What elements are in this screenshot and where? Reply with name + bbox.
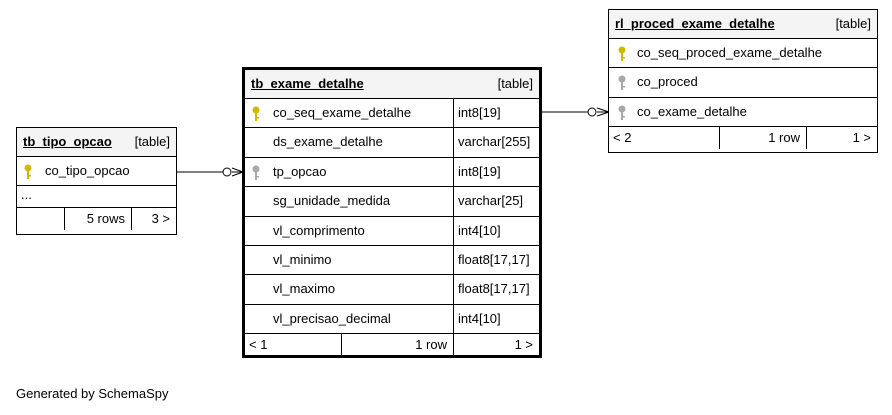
column-name: tp_opcao (273, 163, 327, 179)
column-row[interactable]: vl_minimo float8[17,17] (245, 245, 539, 276)
column-type: float8[17,17] (458, 251, 530, 267)
table-header: rl_proced_exame_detalhe [table] (609, 10, 877, 39)
foreign-key-icon (618, 75, 626, 91)
column-name: vl_maximo (273, 281, 336, 297)
column-name: ds_exame_detalhe (273, 134, 383, 150)
table-type-label: [table] (134, 134, 170, 149)
footer-row-count: 1 row (768, 130, 800, 146)
relationship-exame-detalhe-to-proced (541, 107, 610, 117)
foreign-key-icon (618, 105, 626, 120)
column-row[interactable]: tp_opcao int8[19] (245, 157, 539, 188)
more-columns-indicator: ... (17, 186, 176, 209)
footer-children[interactable]: 1 > (514, 337, 533, 353)
column-name: vl_comprimento (273, 222, 365, 238)
table-footer: < 1 1 row 1 > (245, 334, 539, 357)
table-name[interactable]: rl_proced_exame_detalhe (615, 16, 775, 31)
table-footer: < 2 1 row 1 > (609, 127, 877, 150)
table-type-label: [table] (835, 16, 871, 31)
generated-by-label: Generated by SchemaSpy (16, 386, 169, 401)
column-row[interactable]: co_exame_detalhe (609, 98, 877, 128)
relationship-tipo-opcao-to-exame-detalhe (177, 167, 244, 177)
column-name: co_seq_proced_exame_detalhe (637, 45, 823, 60)
column-row[interactable]: vl_comprimento int4[10] (245, 216, 539, 246)
column-type: int8[19] (458, 105, 501, 120)
footer-parents[interactable]: < 1 (249, 337, 268, 353)
footer-parents[interactable]: < 2 (613, 130, 632, 146)
footer-row-count: 1 row (415, 337, 447, 353)
column-row[interactable]: co_seq_proced_exame_detalhe (609, 39, 877, 69)
column-type: int4[10] (458, 222, 501, 238)
table-header: tb_exame_detalhe [table] (245, 70, 539, 99)
column-name: co_proced (637, 74, 698, 90)
table-name[interactable]: tb_exame_detalhe (251, 76, 364, 91)
table-rl-proced-exame-detalhe[interactable]: rl_proced_exame_detalhe [table] co_seq_p… (608, 9, 878, 153)
primary-key-icon (252, 106, 260, 121)
column-row[interactable]: vl_maximo float8[17,17] (245, 275, 539, 305)
footer-children[interactable]: 1 > (852, 130, 871, 146)
primary-key-icon (618, 46, 626, 61)
column-row[interactable]: co_seq_exame_detalhe int8[19] (245, 99, 539, 129)
column-type: varchar[25] (458, 193, 524, 209)
column-name: vl_precisao_decimal (273, 310, 391, 326)
column-name: co_tipo_opcao (45, 163, 130, 178)
column-row[interactable]: sg_unidade_medida varchar[25] (245, 187, 539, 217)
column-row[interactable]: co_proced (609, 68, 877, 98)
column-type: varchar[255] (458, 134, 531, 150)
footer-children[interactable]: 3 > (151, 211, 170, 227)
column-row[interactable]: co_tipo_opcao (17, 157, 176, 187)
footer-row-count: 5 rows (86, 211, 125, 227)
table-name[interactable]: tb_tipo_opcao (23, 134, 112, 149)
column-name: vl_minimo (273, 251, 332, 267)
column-type: int4[10] (458, 310, 501, 326)
foreign-key-icon (252, 165, 260, 180)
table-type-label: [table] (497, 76, 533, 91)
table-tb-tipo-opcao[interactable]: tb_tipo_opcao [table] co_tipo_opcao ... … (16, 127, 177, 235)
column-name: co_seq_exame_detalhe (273, 105, 412, 120)
column-type: float8[17,17] (458, 281, 530, 297)
column-type: int8[19] (458, 163, 501, 179)
column-name: co_exame_detalhe (637, 103, 747, 119)
primary-key-icon (24, 164, 32, 179)
table-tb-exame-detalhe[interactable]: tb_exame_detalhe [table] co_seq_exame_de… (242, 67, 542, 358)
column-row[interactable]: vl_precisao_decimal int4[10] (245, 304, 539, 335)
column-row[interactable]: ds_exame_detalhe varchar[255] (245, 128, 539, 158)
column-name: sg_unidade_medida (273, 193, 391, 209)
table-header: tb_tipo_opcao [table] (17, 128, 176, 157)
table-footer: 5 rows 3 > (17, 208, 176, 231)
